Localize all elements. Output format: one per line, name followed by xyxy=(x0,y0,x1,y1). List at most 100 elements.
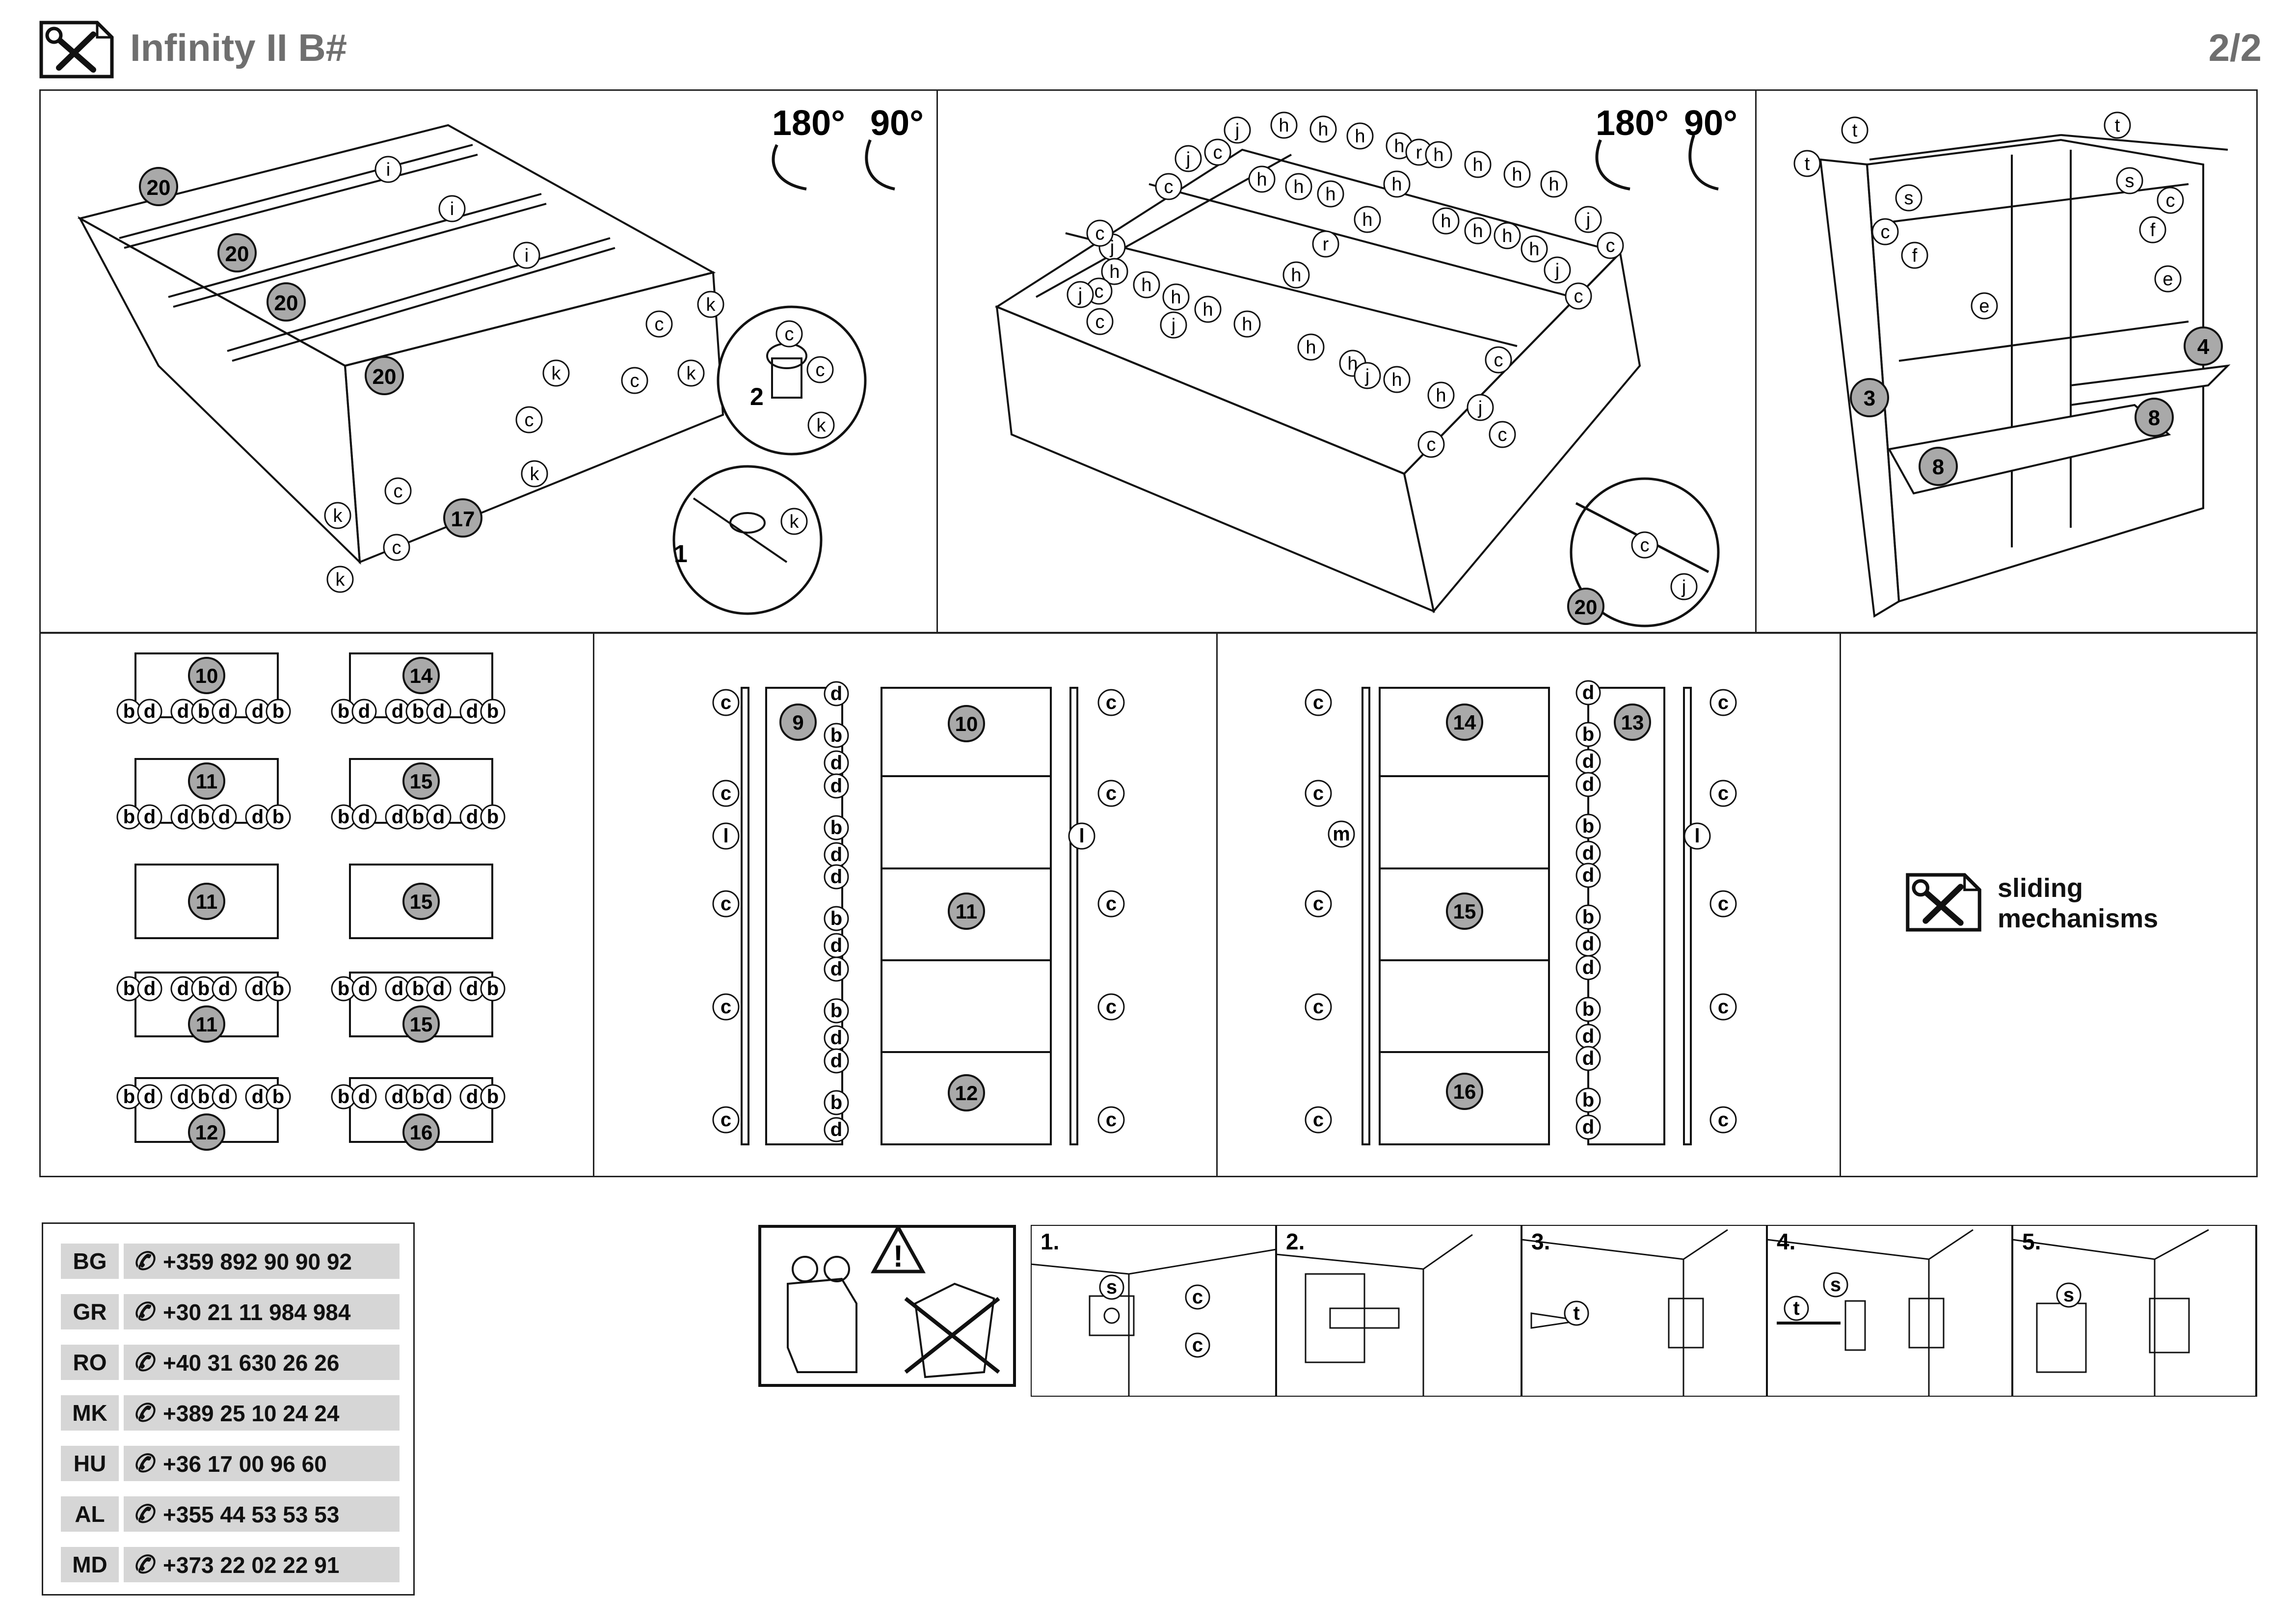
svg-text:h: h xyxy=(1347,353,1358,374)
right-door-assembly: 14 15 16 13 c c c c c c c c c c m l d b … xyxy=(1305,680,1737,1145)
step-5-number: 5. xyxy=(2022,1229,2041,1254)
svg-text:b: b xyxy=(272,1086,284,1108)
sliding-label-line2: mechanisms xyxy=(1998,904,2159,933)
phone-row: GR ✆+30 21 11 984 984 xyxy=(61,1294,400,1329)
svg-text:c: c xyxy=(630,371,640,391)
svg-text:d: d xyxy=(1582,774,1594,795)
svg-text:b: b xyxy=(123,978,135,1000)
svg-text:b: b xyxy=(1582,815,1594,837)
svg-text:k: k xyxy=(706,295,716,315)
part-15: 15 xyxy=(1453,900,1476,923)
svg-text:d: d xyxy=(144,806,156,828)
part-15-c: 15 xyxy=(410,1013,433,1036)
page-title: Infinity II B# xyxy=(130,26,347,69)
rotate-90-label: 90° xyxy=(1684,104,1737,143)
svg-text:b: b xyxy=(198,978,210,1000)
svg-text:h: h xyxy=(1202,299,1213,320)
tools-icon xyxy=(1906,873,1981,932)
svg-text:b: b xyxy=(123,701,135,722)
svg-text:t: t xyxy=(2115,115,2120,136)
assembly-row-2 xyxy=(39,632,2258,1177)
svg-text:c: c xyxy=(1718,783,1729,804)
detail-step-2: 2 xyxy=(750,383,764,410)
svg-text:b: b xyxy=(412,701,424,722)
svg-text:d: d xyxy=(1582,682,1594,704)
phone-row: MD ✆+373 22 02 22 91 xyxy=(61,1547,400,1582)
svg-text:d: d xyxy=(218,701,230,722)
svg-text:h: h xyxy=(1318,119,1328,140)
step-panel-wardrobe: 3 4 8 8 t t t s s c c f f e e xyxy=(1793,111,2231,618)
svg-text:b: b xyxy=(338,978,349,1000)
svg-text:c: c xyxy=(1313,893,1324,915)
phone-number: +40 31 630 26 26 xyxy=(163,1350,340,1376)
svg-text:d: d xyxy=(392,806,403,828)
svg-text:b: b xyxy=(338,701,349,722)
country-code: GR xyxy=(61,1294,119,1329)
svg-text:h: h xyxy=(1472,221,1483,242)
svg-text:e: e xyxy=(1979,296,1989,317)
svg-text:h: h xyxy=(1548,174,1559,195)
svg-text:c: c xyxy=(721,1109,731,1131)
part-20-b: 20 xyxy=(225,242,249,266)
svg-text:c: c xyxy=(392,538,401,558)
svg-text:j: j xyxy=(1110,237,1114,258)
phone-row: RO ✆+40 31 630 26 26 xyxy=(61,1345,400,1380)
rotate-180-label: 180° xyxy=(1596,104,1669,143)
svg-text:b: b xyxy=(487,1086,499,1108)
part-15-b: 15 xyxy=(410,890,433,913)
svg-text:d: d xyxy=(177,1086,189,1108)
svg-text:d: d xyxy=(830,958,842,980)
svg-text:c: c xyxy=(1494,350,1503,371)
svg-text:d: d xyxy=(433,1086,445,1108)
part-8-b: 8 xyxy=(2148,406,2160,430)
svg-text:d: d xyxy=(830,683,842,704)
country-code: MK xyxy=(61,1395,119,1431)
part-10: 10 xyxy=(955,712,978,735)
svg-text:h: h xyxy=(1279,115,1289,136)
svg-text:c: c xyxy=(1718,893,1729,915)
svg-text:j: j xyxy=(1555,260,1559,281)
svg-text:b: b xyxy=(412,978,424,1000)
part-17: 17 xyxy=(451,507,475,531)
phone-number: +36 17 00 96 60 xyxy=(163,1451,327,1477)
svg-text:t: t xyxy=(1573,1302,1579,1324)
svg-text:d: d xyxy=(830,1050,842,1072)
phone-row: HU ✆+36 17 00 96 60 xyxy=(61,1446,400,1481)
part-3: 3 xyxy=(1864,386,1875,410)
svg-text:j: j xyxy=(1682,577,1686,597)
svg-text:d: d xyxy=(1582,865,1594,886)
rotate-icon: 180° 90° xyxy=(772,104,924,190)
rail-letter-l: l xyxy=(1079,825,1084,847)
svg-text:d: d xyxy=(433,806,445,828)
svg-text:h: h xyxy=(1325,184,1335,205)
phone-icon: ✆ xyxy=(133,1551,154,1578)
part-14: 14 xyxy=(410,664,433,687)
svg-text:c: c xyxy=(1718,1109,1729,1131)
svg-text:b: b xyxy=(123,806,135,828)
step-panel-bed-base: 180° 90° 2 1 20 20 20 20 17 i i xyxy=(77,104,924,615)
svg-text:f: f xyxy=(2150,220,2156,241)
part-8-a: 8 xyxy=(1932,455,1944,479)
svg-text:b: b xyxy=(412,1086,424,1108)
warning-icon: ! xyxy=(871,1225,926,1273)
svg-text:c: c xyxy=(1106,893,1117,915)
svg-text:b: b xyxy=(338,806,349,828)
svg-text:h: h xyxy=(1171,287,1181,308)
svg-text:b: b xyxy=(830,817,842,839)
svg-text:d: d xyxy=(358,701,370,722)
svg-text:c: c xyxy=(721,893,731,915)
svg-text:c: c xyxy=(1213,142,1223,163)
svg-text:d: d xyxy=(830,1119,842,1140)
part-11-b: 11 xyxy=(196,890,217,913)
part-12: 12 xyxy=(955,1082,978,1105)
phone-icon: ✆ xyxy=(133,1500,154,1528)
svg-text:r: r xyxy=(1416,142,1422,163)
svg-text:d: d xyxy=(1582,933,1594,955)
svg-text:c: c xyxy=(721,783,731,804)
svg-text:c: c xyxy=(1192,1286,1203,1308)
phone-number: +355 44 53 53 53 xyxy=(163,1502,340,1527)
part-16: 16 xyxy=(1453,1080,1476,1103)
phone-icon: ✆ xyxy=(133,1399,154,1427)
svg-text:b: b xyxy=(272,806,284,828)
svg-text:c: c xyxy=(1106,783,1117,804)
